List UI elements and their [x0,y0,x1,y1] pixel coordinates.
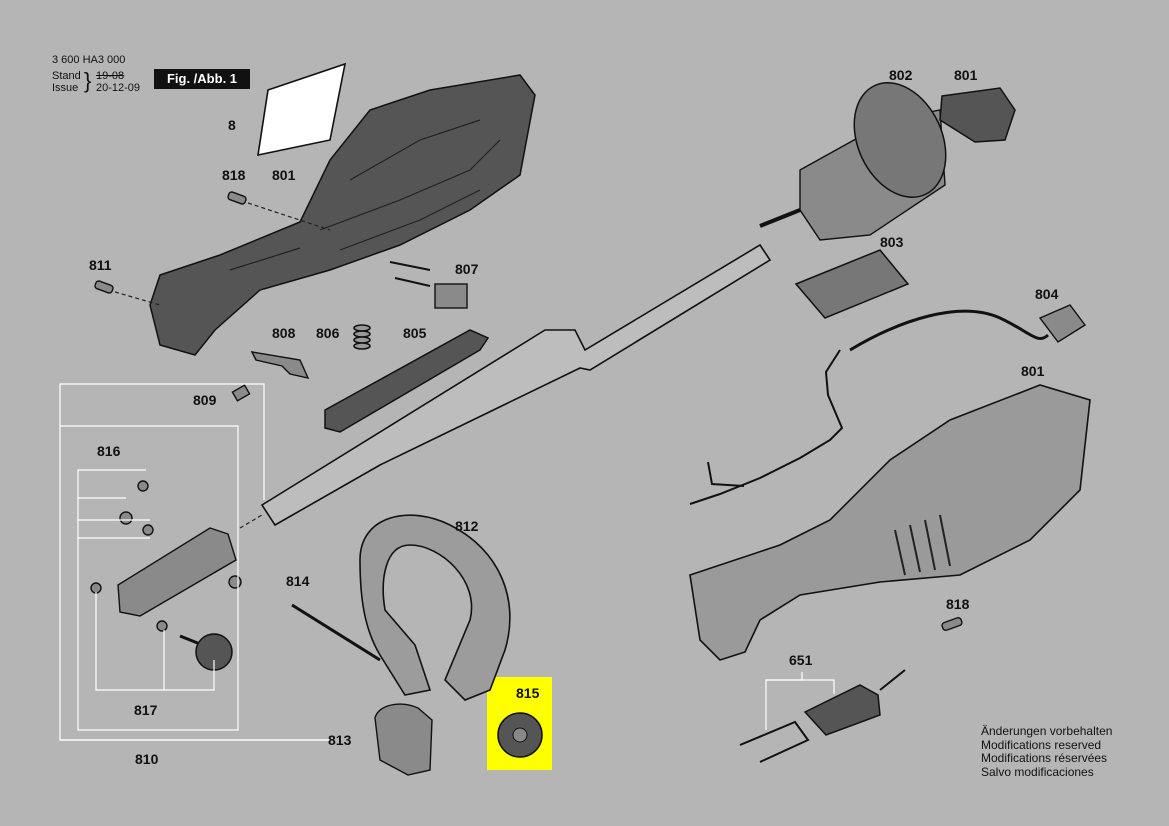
callout-816: 816 [97,443,121,459]
part-805-switch-bar [324,329,490,433]
callout-815: 815 [516,685,540,701]
callout-810: 810 [135,751,159,767]
part-814-bolt [291,603,381,662]
stand-label: Stand [52,70,81,82]
part-807-clip [434,283,468,309]
callout-812: 812 [455,518,479,534]
part-817-washer [156,620,168,632]
part-817-nut-a [90,582,102,594]
stand-value: 19-08 [96,70,125,82]
part-817-nut-b [228,575,242,589]
part-wire-harness [689,349,844,505]
part-804-plug [1038,304,1087,343]
callout-8: 8 [228,117,236,133]
callout-808: 808 [272,325,296,341]
part-817-star-knob [179,633,233,671]
callout-805: 805 [403,325,427,341]
part-803-pcb [794,249,910,319]
callout-811: 811 [89,257,112,273]
figure-label: Fig. /Abb. 1 [154,69,250,89]
part-651-strap-clip [803,684,881,736]
part-815-star-knob [497,712,543,758]
part-811-screw [94,280,114,294]
part-816-screw-a [137,480,149,492]
part-651-strap-buckle [739,720,810,763]
part-bracket-handle-mount [117,527,237,617]
part-801-cover [939,87,1016,143]
note-es: Salvo modificaciones [981,764,1094,779]
part-816-screw-b [119,511,133,525]
part-813-clamp [374,703,433,776]
part-818-screw-right [941,616,963,632]
callout-803: 803 [880,234,904,250]
callout-809: 809 [193,392,217,408]
part-806-spring [353,324,371,350]
callout-818-right: 818 [946,596,970,612]
callout-801-top-right: 801 [954,67,978,83]
housing-vents [894,514,951,576]
callout-807: 807 [455,261,479,277]
note-de: Änderungen vorbehalten [981,724,1113,738]
callout-817: 817 [134,702,158,718]
issue-label: Issue [52,82,79,94]
callout-804: 804 [1035,286,1059,302]
main-tube [260,243,772,527]
part-812-d-handle [359,514,511,701]
part-809-spring [231,384,251,402]
callout-801-right: 801 [1021,363,1045,379]
issue-value: 20-12-09 [96,82,141,94]
callout-813: 813 [328,732,352,748]
part-801-housing-right [689,384,1091,661]
callout-806: 806 [316,325,340,341]
part-808-lever [250,351,310,379]
part-818-screw-top [227,191,247,205]
note-en: Modifications reserved [981,737,1102,752]
part-804-cable [849,309,1050,352]
modification-notes: Änderungen vorbehalten Modifications res… [981,724,1113,779]
header-brace: } [84,68,92,93]
part-801-inner-detail [229,119,501,271]
callout-814: 814 [286,573,310,589]
callout-801-top-left: 801 [272,167,296,183]
callout-818-top: 818 [222,167,246,183]
part-8-label-sheet [257,62,347,157]
doc-number: 3 600 HA3 000 [52,54,126,66]
callout-802: 802 [889,67,913,83]
part-801-housing-shell [149,74,536,356]
part-816-nut [142,524,154,536]
note-fr: Modifications réservées [981,751,1108,765]
callout-651: 651 [789,652,813,668]
